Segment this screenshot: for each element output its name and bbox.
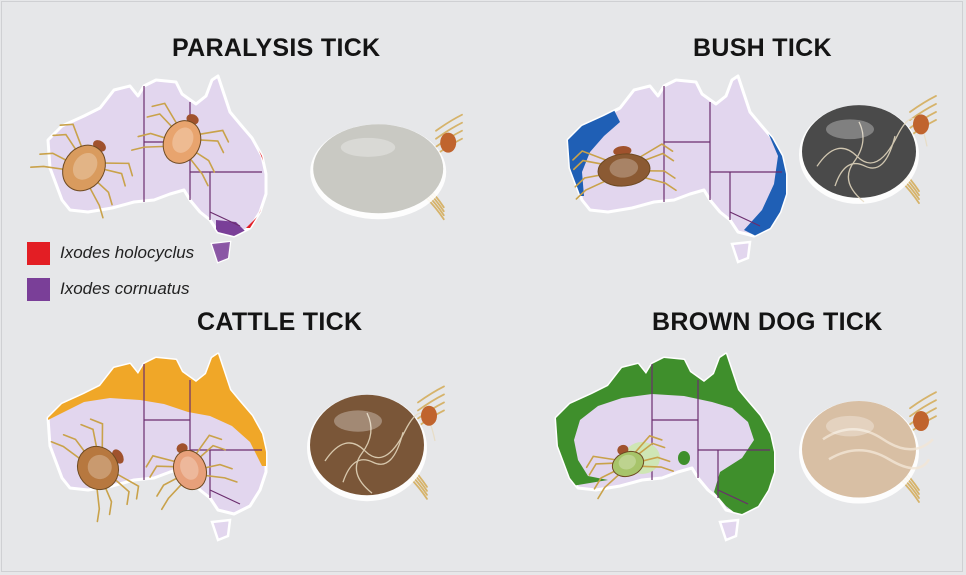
tick-on-map	[572, 143, 677, 200]
bush-tick-title: BUSH TICK	[693, 34, 832, 62]
tick-highlight	[180, 456, 199, 480]
brown-dog-tick-icon	[799, 391, 937, 504]
tick-body	[313, 124, 444, 214]
tick-body	[611, 450, 645, 478]
tasmania	[730, 240, 752, 264]
tick-body	[62, 144, 106, 192]
tick-shine	[826, 415, 874, 437]
tick-on-map	[131, 102, 230, 187]
brown-dog-tick-range	[556, 354, 774, 514]
tasmania-ixodes-cornuatus	[212, 242, 230, 262]
brown-dog-tick-range-inland	[678, 451, 690, 465]
tick-on-map	[585, 434, 674, 500]
tick-highlight	[172, 127, 194, 153]
tick-head	[421, 405, 437, 426]
nsw-vic-border	[209, 489, 241, 505]
tick-shine	[826, 119, 874, 140]
tick-shine	[340, 137, 396, 157]
tick-on-map	[30, 123, 134, 219]
engorged-tick	[310, 113, 463, 221]
tick-head	[913, 114, 929, 135]
engorged-tick	[307, 385, 445, 502]
tick-highlight	[609, 158, 639, 178]
tick-on-map	[50, 418, 140, 523]
legend-swatch-ixodes-holocyclus	[27, 242, 50, 265]
australia-mainland	[46, 74, 268, 238]
legend-label-ixodes-cornuatus: Ixodes cornuatus	[60, 279, 190, 298]
tasmania	[718, 518, 740, 542]
engorged-tick	[799, 95, 937, 205]
tasmania	[210, 518, 232, 542]
tick-body	[597, 153, 651, 187]
tick-body	[802, 105, 916, 198]
state-borders	[143, 364, 262, 505]
tick-swirl-pattern	[822, 428, 934, 470]
tick-highlight	[618, 454, 636, 470]
nsw-vic-border	[717, 489, 749, 505]
tick-body	[162, 120, 202, 164]
bush-tick-icon	[799, 95, 937, 205]
cattle-tick-title: CATTLE TICK	[197, 308, 363, 336]
tick-shine	[334, 410, 382, 432]
paralysis-tick-map	[30, 74, 268, 264]
bush-tick-map	[566, 74, 788, 264]
cattle-tick-map	[46, 352, 268, 542]
engorged-tick	[799, 391, 937, 504]
tick-highlight	[87, 454, 112, 480]
brown-dog-tick-map	[554, 352, 776, 542]
australia-mainland	[566, 74, 788, 238]
nsw-vic-border	[729, 211, 761, 227]
tick-body	[172, 449, 208, 491]
tick-head	[440, 132, 457, 153]
tick-highlight	[72, 152, 98, 180]
legend-label-ixodes-holocyclus: Ixodes holocyclus	[60, 243, 195, 262]
brown-dog-tick-title: BROWN DOG TICK	[652, 308, 883, 336]
tick-body	[76, 445, 120, 491]
nsw-vic-border	[209, 211, 241, 227]
tick-head	[913, 411, 929, 432]
paralysis-tick-icon	[310, 113, 463, 221]
paralysis-tick-title: PARALYSIS TICK	[172, 34, 381, 62]
tick-on-map	[145, 434, 238, 511]
legend-swatch-ixodes-cornuatus	[27, 278, 50, 301]
cattle-tick-icon	[307, 385, 445, 502]
